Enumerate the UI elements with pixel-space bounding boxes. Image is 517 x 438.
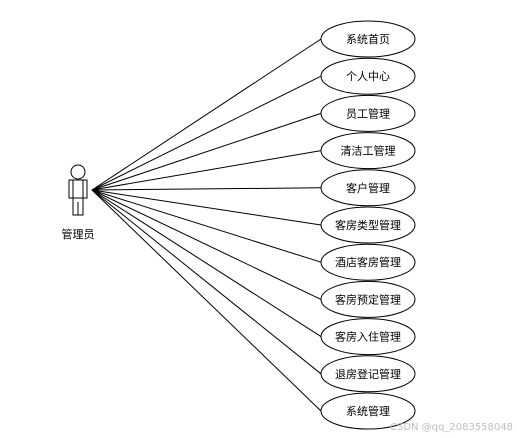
use-case-5: 客户管理 — [320, 169, 416, 207]
use-case-2: 个人中心 — [320, 57, 416, 95]
use-case-label: 清洁工管理 — [341, 144, 396, 158]
use-case-9: 客房入住管理 — [320, 318, 416, 356]
use-case-label: 个人中心 — [346, 70, 390, 83]
association-line — [91, 150, 322, 191]
use-case-11: 系统管理 — [320, 392, 416, 430]
use-case-ellipse — [320, 169, 416, 207]
use-case-ellipse — [320, 94, 416, 132]
use-case-label: 客房类型管理 — [335, 218, 401, 232]
use-case-ellipse — [320, 20, 416, 58]
use-case-ellipse — [320, 57, 416, 95]
use-case-ellipse — [320, 206, 416, 244]
association-line — [91, 189, 322, 226]
use-case-6: 客房类型管理 — [320, 206, 416, 244]
use-case-ellipse — [320, 355, 416, 393]
use-case-ellipse — [320, 132, 416, 170]
use-case-1: 系统首页 — [320, 20, 416, 58]
association-line — [91, 189, 322, 375]
association-line — [91, 112, 322, 191]
association-line — [91, 189, 322, 338]
use-case-ellipse — [320, 318, 416, 356]
watermark: CSDN @qq_2083558048 — [389, 422, 513, 433]
actor-head — [70, 164, 86, 180]
use-case-label: 客房入住管理 — [335, 330, 401, 344]
association-lines — [91, 38, 322, 412]
use-case-list: 系统首页个人中心员工管理清洁工管理客户管理客房类型管理酒店客房管理客房预定管理客… — [320, 20, 416, 430]
association-line — [91, 189, 322, 300]
use-case-ellipse — [320, 392, 416, 430]
use-case-3: 员工管理 — [320, 94, 416, 132]
use-case-label: 系统管理 — [346, 404, 390, 418]
use-case-label: 员工管理 — [346, 106, 390, 120]
actor-administrator: 管理员 — [62, 164, 95, 241]
association-line — [91, 189, 322, 263]
association-line — [91, 187, 322, 191]
use-case-8: 客房预定管理 — [320, 280, 416, 318]
use-case-label: 客户管理 — [346, 181, 390, 195]
use-case-10: 退房登记管理 — [320, 355, 416, 393]
use-case-4: 清洁工管理 — [320, 132, 416, 170]
use-case-7: 酒店客房管理 — [320, 243, 416, 281]
association-line — [91, 189, 322, 412]
use-case-label: 系统首页 — [346, 32, 390, 46]
use-case-ellipse — [320, 280, 416, 318]
actor-body — [68, 179, 88, 199]
association-line — [91, 75, 322, 191]
actor-label: 管理员 — [62, 227, 95, 241]
use-case-label: 酒店客房管理 — [335, 255, 401, 269]
use-case-label: 客房预定管理 — [335, 292, 401, 306]
use-case-label: 退房登记管理 — [335, 367, 401, 381]
association-line — [91, 38, 322, 191]
use-case-ellipse — [320, 243, 416, 281]
